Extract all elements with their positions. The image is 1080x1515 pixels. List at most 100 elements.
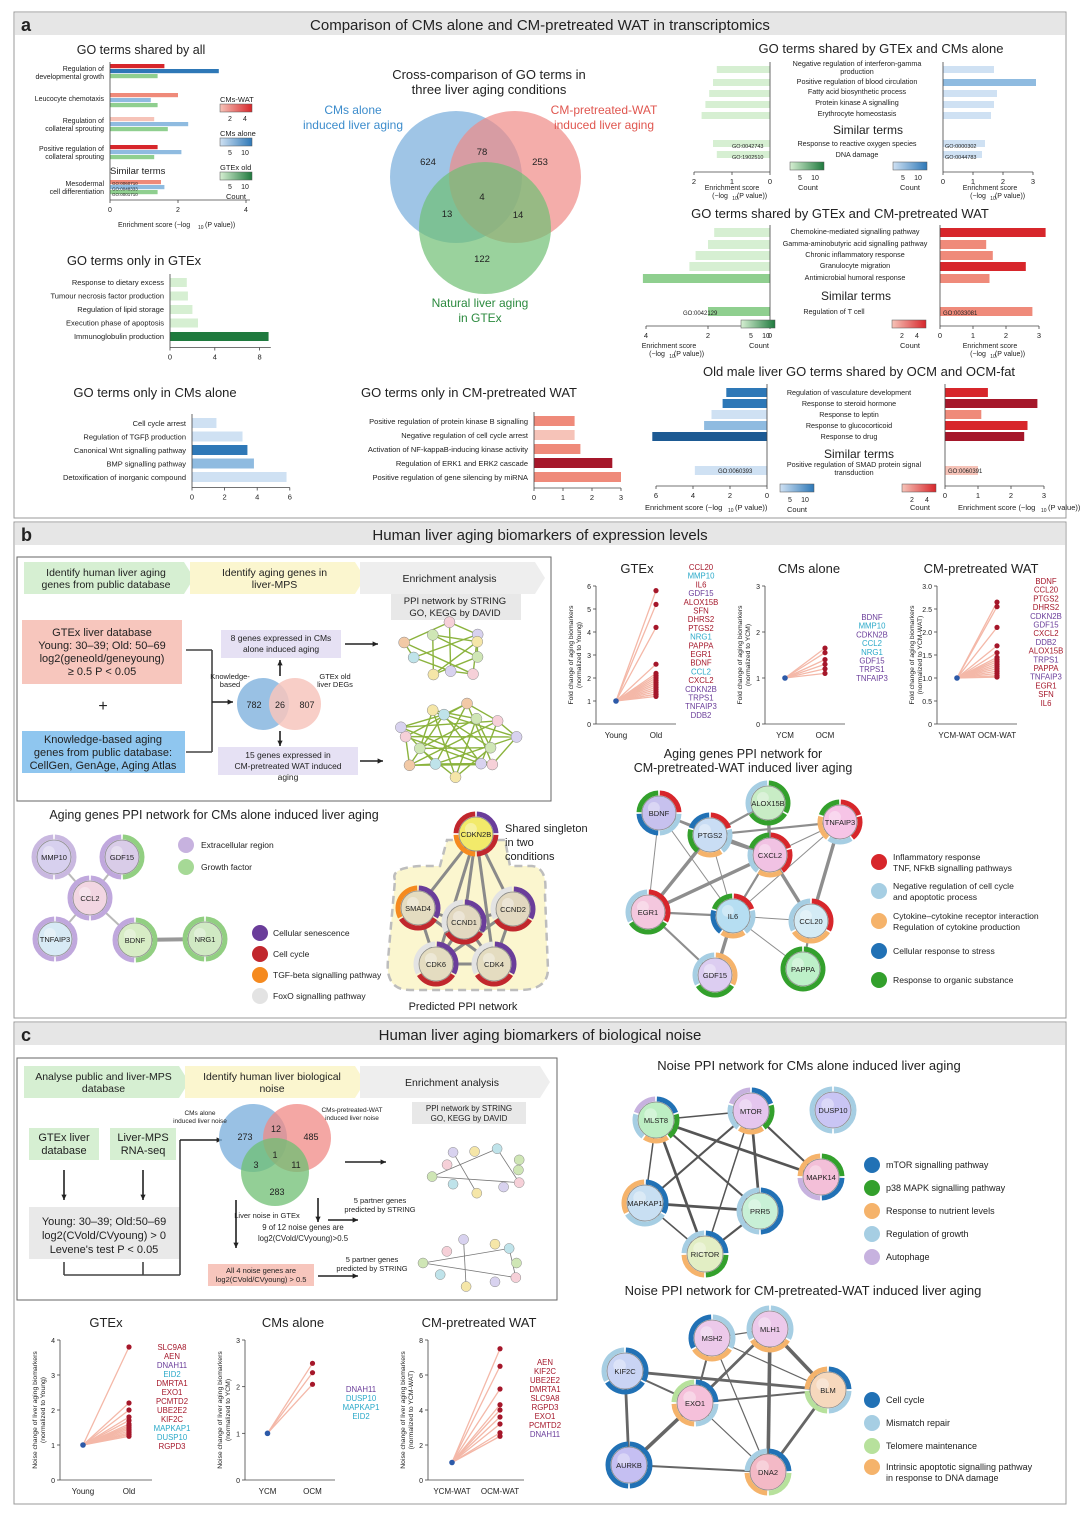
network-title: Noise PPI network for CM-pretreated-WAT …	[625, 1283, 982, 1298]
venn-label: CMs alone	[184, 1110, 215, 1117]
data-point	[653, 693, 659, 700]
node-ring-segment	[605, 1441, 629, 1489]
node-highlight	[613, 1359, 626, 1372]
mini-edge	[443, 713, 517, 738]
gene-label: KIF2C	[161, 1415, 183, 1424]
panel-letter: b	[21, 525, 32, 545]
tick-label: 0	[768, 177, 772, 186]
legend-tick: 5	[749, 333, 753, 340]
node-ring-segment	[90, 875, 113, 921]
node-ring-segment	[736, 1187, 760, 1235]
tick-label: 1	[756, 676, 760, 683]
legend-swatch	[864, 1203, 880, 1219]
venn-count: 1	[272, 1150, 277, 1160]
tick-label: 0	[765, 491, 769, 500]
chart-title: GO terms shared by GTEx and CMs alone	[759, 41, 1004, 56]
mini-node-wat	[489, 1238, 501, 1250]
ppi-node	[641, 795, 677, 831]
bar-left	[689, 262, 770, 271]
tick-label: 1	[51, 1443, 55, 1450]
node-label-bdnf: BDNF	[125, 936, 146, 945]
bar-left	[652, 432, 767, 441]
mini-node-wat	[489, 1276, 501, 1288]
legend-swatch	[864, 1392, 880, 1408]
node-ring-segment	[743, 909, 756, 934]
category-label: OCM-WAT	[481, 1487, 519, 1496]
criteria-box	[29, 1207, 180, 1259]
category-label: Old	[650, 731, 662, 740]
node-ring-segment	[633, 1096, 656, 1114]
venn-count: 485	[303, 1132, 318, 1142]
workflow-step-2-label: Identify human liver biological	[203, 1071, 341, 1083]
bar-right	[943, 79, 1036, 86]
ppi-node	[610, 1446, 648, 1484]
node-label-alox15b: ALOX15B	[751, 799, 784, 808]
plus-sign: +	[98, 698, 107, 715]
data-point	[497, 1402, 503, 1408]
mini-edge	[403, 621, 450, 644]
data-point	[994, 624, 1000, 631]
node-ring-segment	[671, 1379, 695, 1403]
node-highlight	[698, 823, 711, 836]
gene-label: IL6	[1041, 699, 1052, 708]
tick-label: 0	[51, 1478, 55, 1485]
bar	[170, 318, 198, 328]
ppi-node	[36, 839, 72, 875]
node-ring-segment	[744, 1472, 768, 1496]
axis-label: Enrichment score (−log	[118, 222, 190, 229]
axis-label: (normalized to YCM)	[745, 624, 752, 686]
tick-label: 0	[532, 493, 536, 502]
tick-label: 1	[236, 1431, 240, 1438]
bar-left	[709, 90, 770, 97]
node-ring-segment	[632, 1113, 645, 1139]
venn-label: Liver noise in GTEx	[234, 1211, 300, 1220]
bar	[192, 472, 287, 482]
gene-label: CDKN2B	[1030, 612, 1062, 621]
mini-edge	[403, 641, 474, 675]
node-highlight	[756, 791, 769, 804]
node-label-gdf15: GDF15	[703, 971, 727, 980]
venn-label: Knowledge-	[210, 672, 250, 681]
bar	[534, 430, 575, 440]
gene-label: TNFAIP3	[685, 702, 717, 711]
node-highlight	[617, 1453, 630, 1466]
term-label: Fatty acid biosynthetic process	[808, 87, 907, 96]
node-highlight	[633, 1191, 646, 1204]
node-ring-segment	[182, 916, 205, 962]
term-label: collateral sprouting	[45, 126, 104, 133]
term-label: Canonical Wnt signalling pathway	[74, 446, 186, 455]
legend-label: Telomere maintenance	[886, 1441, 977, 1451]
mini-node-cms	[427, 668, 440, 681]
axis-label: (P value))	[995, 193, 1025, 200]
plot-title: CM-pretreated WAT	[924, 561, 1039, 576]
bar-right	[940, 228, 1046, 237]
category-label: Young	[72, 1487, 94, 1496]
tick-label: 6	[587, 584, 591, 591]
mini-node-cms	[469, 1146, 480, 1157]
tick-label: 0	[108, 207, 112, 214]
nine-genes-label: log2(CVold/CVyoung)>0.5	[258, 1234, 349, 1243]
term-label: Positive regulation of blood circulation	[797, 77, 918, 86]
plot-title: CM-pretreated WAT	[422, 1315, 537, 1330]
bar-right	[945, 388, 988, 397]
node-ring-segment	[476, 811, 499, 834]
node-ring-segment	[711, 893, 733, 911]
mini-node-wat	[414, 742, 426, 755]
category-label: Old	[123, 1487, 135, 1496]
node-highlight	[721, 904, 734, 917]
data-point	[497, 1346, 503, 1352]
ppi-node	[418, 946, 454, 982]
tick-label: 2	[728, 491, 732, 500]
mini-node-cms	[471, 1187, 483, 1199]
axis-label: 10	[198, 225, 204, 231]
gene-label: RGPD3	[159, 1442, 186, 1451]
tick-label: 0	[587, 722, 591, 729]
gene-label: IL6	[696, 580, 707, 589]
mini-edge	[432, 641, 478, 676]
ppi-node	[72, 880, 108, 916]
panel-title-bar	[15, 13, 1065, 35]
axis-label: Fold change of aging biomarkers	[909, 605, 916, 705]
gene-label: MMP10	[859, 622, 887, 631]
node-ring-segment	[695, 1379, 719, 1403]
term-label: Response to reactive oxygen species	[797, 139, 916, 148]
